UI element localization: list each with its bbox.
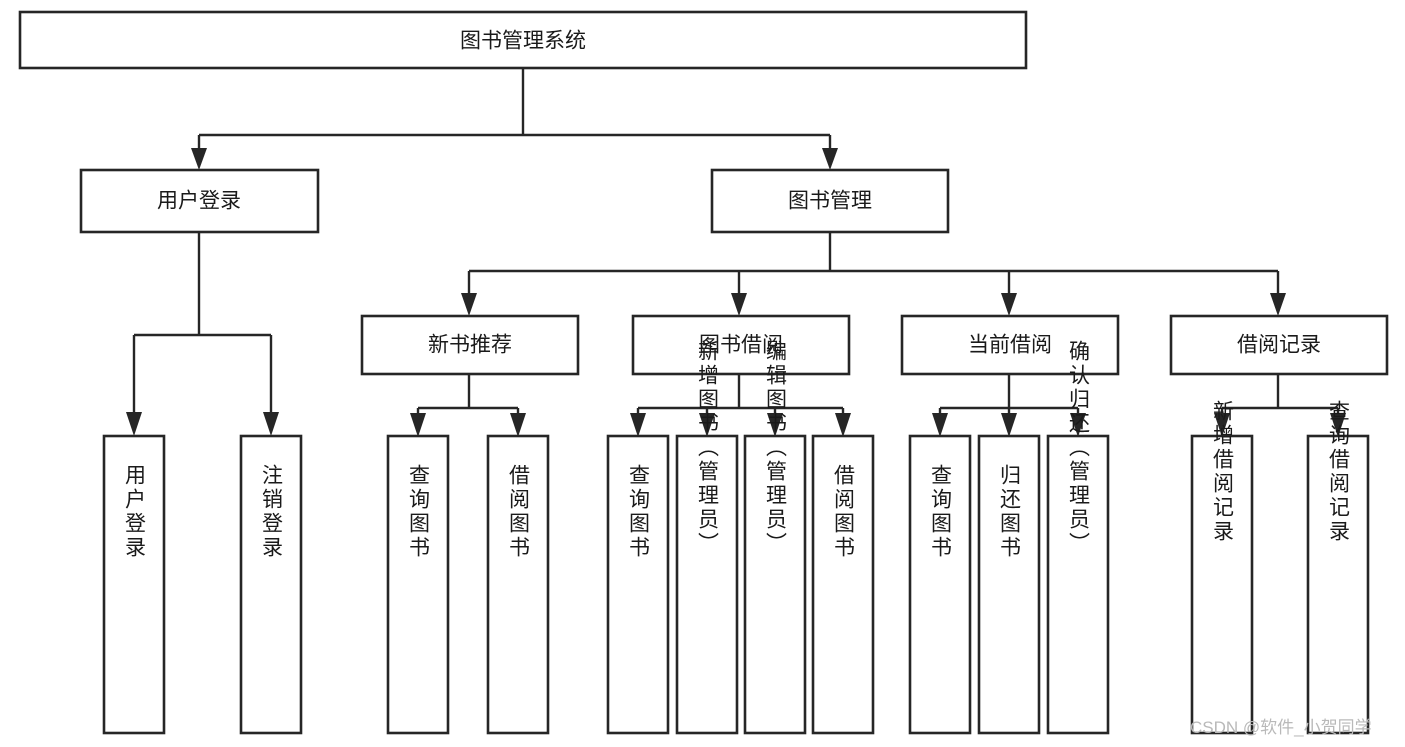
node-leaf-user-logout[interactable]: 注销登录 [239,434,303,735]
node-leaf-query-record-box[interactable] [1306,434,1370,735]
node-leaf-query-book-1[interactable]: 查询图书 [386,434,450,735]
node-leaf-edit-book-label: 编辑图书（管理员） [764,340,788,556]
node-leaf-query-book-3[interactable]: 查询图书 [908,434,972,735]
node-root[interactable]: 图书管理系统 [18,10,1028,70]
node-root-label: 图书管理系统 [460,30,586,53]
node-leaf-confirm-return-box[interactable] [1046,434,1110,735]
node-leaf-borrow-book-1[interactable]: 借阅图书 [486,434,550,735]
arrow-head-leaf-add-book [699,413,715,437]
arrow-head-leaf-borrow-book-2 [835,413,851,437]
node-current-borrow[interactable]: 当前借阅 [900,314,1120,376]
arrow-head-leaf-query-book-3 [932,413,948,437]
node-leaf-user-login[interactable]: 用户登录 [102,434,166,735]
node-leaf-borrow-book-2[interactable]: 借阅图书 [811,434,875,735]
arrow-head-leaf-query-record [1330,413,1346,437]
node-user-login-label: 用户登录 [157,190,241,213]
node-current-borrow-box[interactable] [900,314,1120,376]
node-leaf-query-book-2-box[interactable] [606,434,670,735]
node-leaf-query-book-3-label: 查询图书 [929,464,953,560]
arrow-head-leaf-query-book-1 [410,413,426,437]
arrow-head-book-manage [822,148,838,170]
node-leaf-edit-book-box[interactable] [743,434,807,735]
arrow-head-leaf-borrow-book-1 [510,413,526,437]
node-leaf-query-record-label: 查询借阅记录 [1327,400,1351,544]
arrow-head-leaf-edit-book [767,413,783,437]
node-leaf-add-book[interactable]: 新增图书（管理员） [675,340,739,735]
node-leaf-return-book-box[interactable] [977,434,1041,735]
node-current-borrow-label: 当前借阅 [968,334,1052,357]
arrow-head-leaf-user-logout [263,412,279,436]
node-leaf-borrow-book-1-box[interactable] [486,434,550,735]
node-user-login[interactable]: 用户登录 [79,168,320,234]
node-leaf-query-record[interactable]: 查询借阅记录 [1306,400,1370,735]
node-leaf-return-book[interactable]: 归还图书 [977,434,1041,735]
node-book-manage[interactable]: 图书管理 [710,168,950,234]
node-leaf-query-book-1-label: 查询图书 [407,464,431,560]
node-leaf-add-record-label: 新增借阅记录 [1211,400,1235,544]
node-new-book-rec[interactable]: 新书推荐 [360,314,580,376]
node-leaf-borrow-book-1-label: 借阅图书 [507,464,531,560]
arrow-head-book-borrow [731,293,747,316]
arrow-head-new-book-rec [461,293,477,316]
arrow-head-leaf-query-book-2 [630,413,646,437]
node-borrow-record-box[interactable] [1169,314,1389,376]
node-leaf-confirm-return-label: 确认归还（管理员） [1067,340,1091,556]
arrow-head-leaf-confirm-return [1070,413,1086,437]
node-leaf-user-logout-label: 注销登录 [260,464,284,560]
node-leaf-user-login-label: 用户登录 [123,464,147,560]
node-book-manage-label: 图书管理 [788,190,872,213]
node-book-borrow-box[interactable] [631,314,851,376]
node-user-login-box[interactable] [79,168,320,234]
node-borrow-record[interactable]: 借阅记录 [1169,314,1389,376]
arrow-head-leaf-user-login [126,412,142,436]
node-leaf-add-book-label: 新增图书（管理员） [696,340,720,556]
node-leaf-add-book-box[interactable] [675,434,739,735]
node-borrow-record-label: 借阅记录 [1237,334,1321,357]
node-leaf-query-book-3-box[interactable] [908,434,972,735]
node-leaf-borrow-book-2-label: 借阅图书 [832,464,856,560]
arrow-head-leaf-add-record [1214,413,1230,437]
node-new-book-rec-label: 新书推荐 [428,334,512,357]
node-book-borrow-label: 图书借阅 [699,334,783,357]
node-new-book-rec-box[interactable] [360,314,580,376]
csdn-watermark: CSDN @软件_小贺同学 [1190,718,1372,737]
node-leaf-return-book-label: 归还图书 [998,464,1022,560]
node-leaf-borrow-book-2-box[interactable] [811,434,875,735]
node-leaf-add-record-box[interactable] [1190,434,1254,735]
node-leaf-add-record[interactable]: 新增借阅记录 [1190,400,1254,735]
arrow-head-borrow-record [1270,293,1286,316]
node-root-box[interactable] [18,10,1028,70]
node-book-manage-box[interactable] [710,168,950,234]
node-leaf-query-book-1-box[interactable] [386,434,450,735]
node-leaf-query-book-2[interactable]: 查询图书 [606,434,670,735]
node-leaf-query-book-2-label: 查询图书 [627,464,651,560]
node-leaf-user-logout-box[interactable] [239,434,303,735]
arrow-head-leaf-return-book [1001,413,1017,437]
arrow-head-user-login [191,148,207,170]
node-leaf-edit-book[interactable]: 编辑图书（管理员） [743,340,807,735]
connector-layer [126,68,1346,437]
arrow-head-current-borrow [1001,293,1017,316]
node-book-borrow[interactable]: 图书借阅 [631,314,851,376]
node-leaf-user-login-box[interactable] [102,434,166,735]
node-leaf-confirm-return[interactable]: 确认归还（管理员） [1046,340,1110,735]
